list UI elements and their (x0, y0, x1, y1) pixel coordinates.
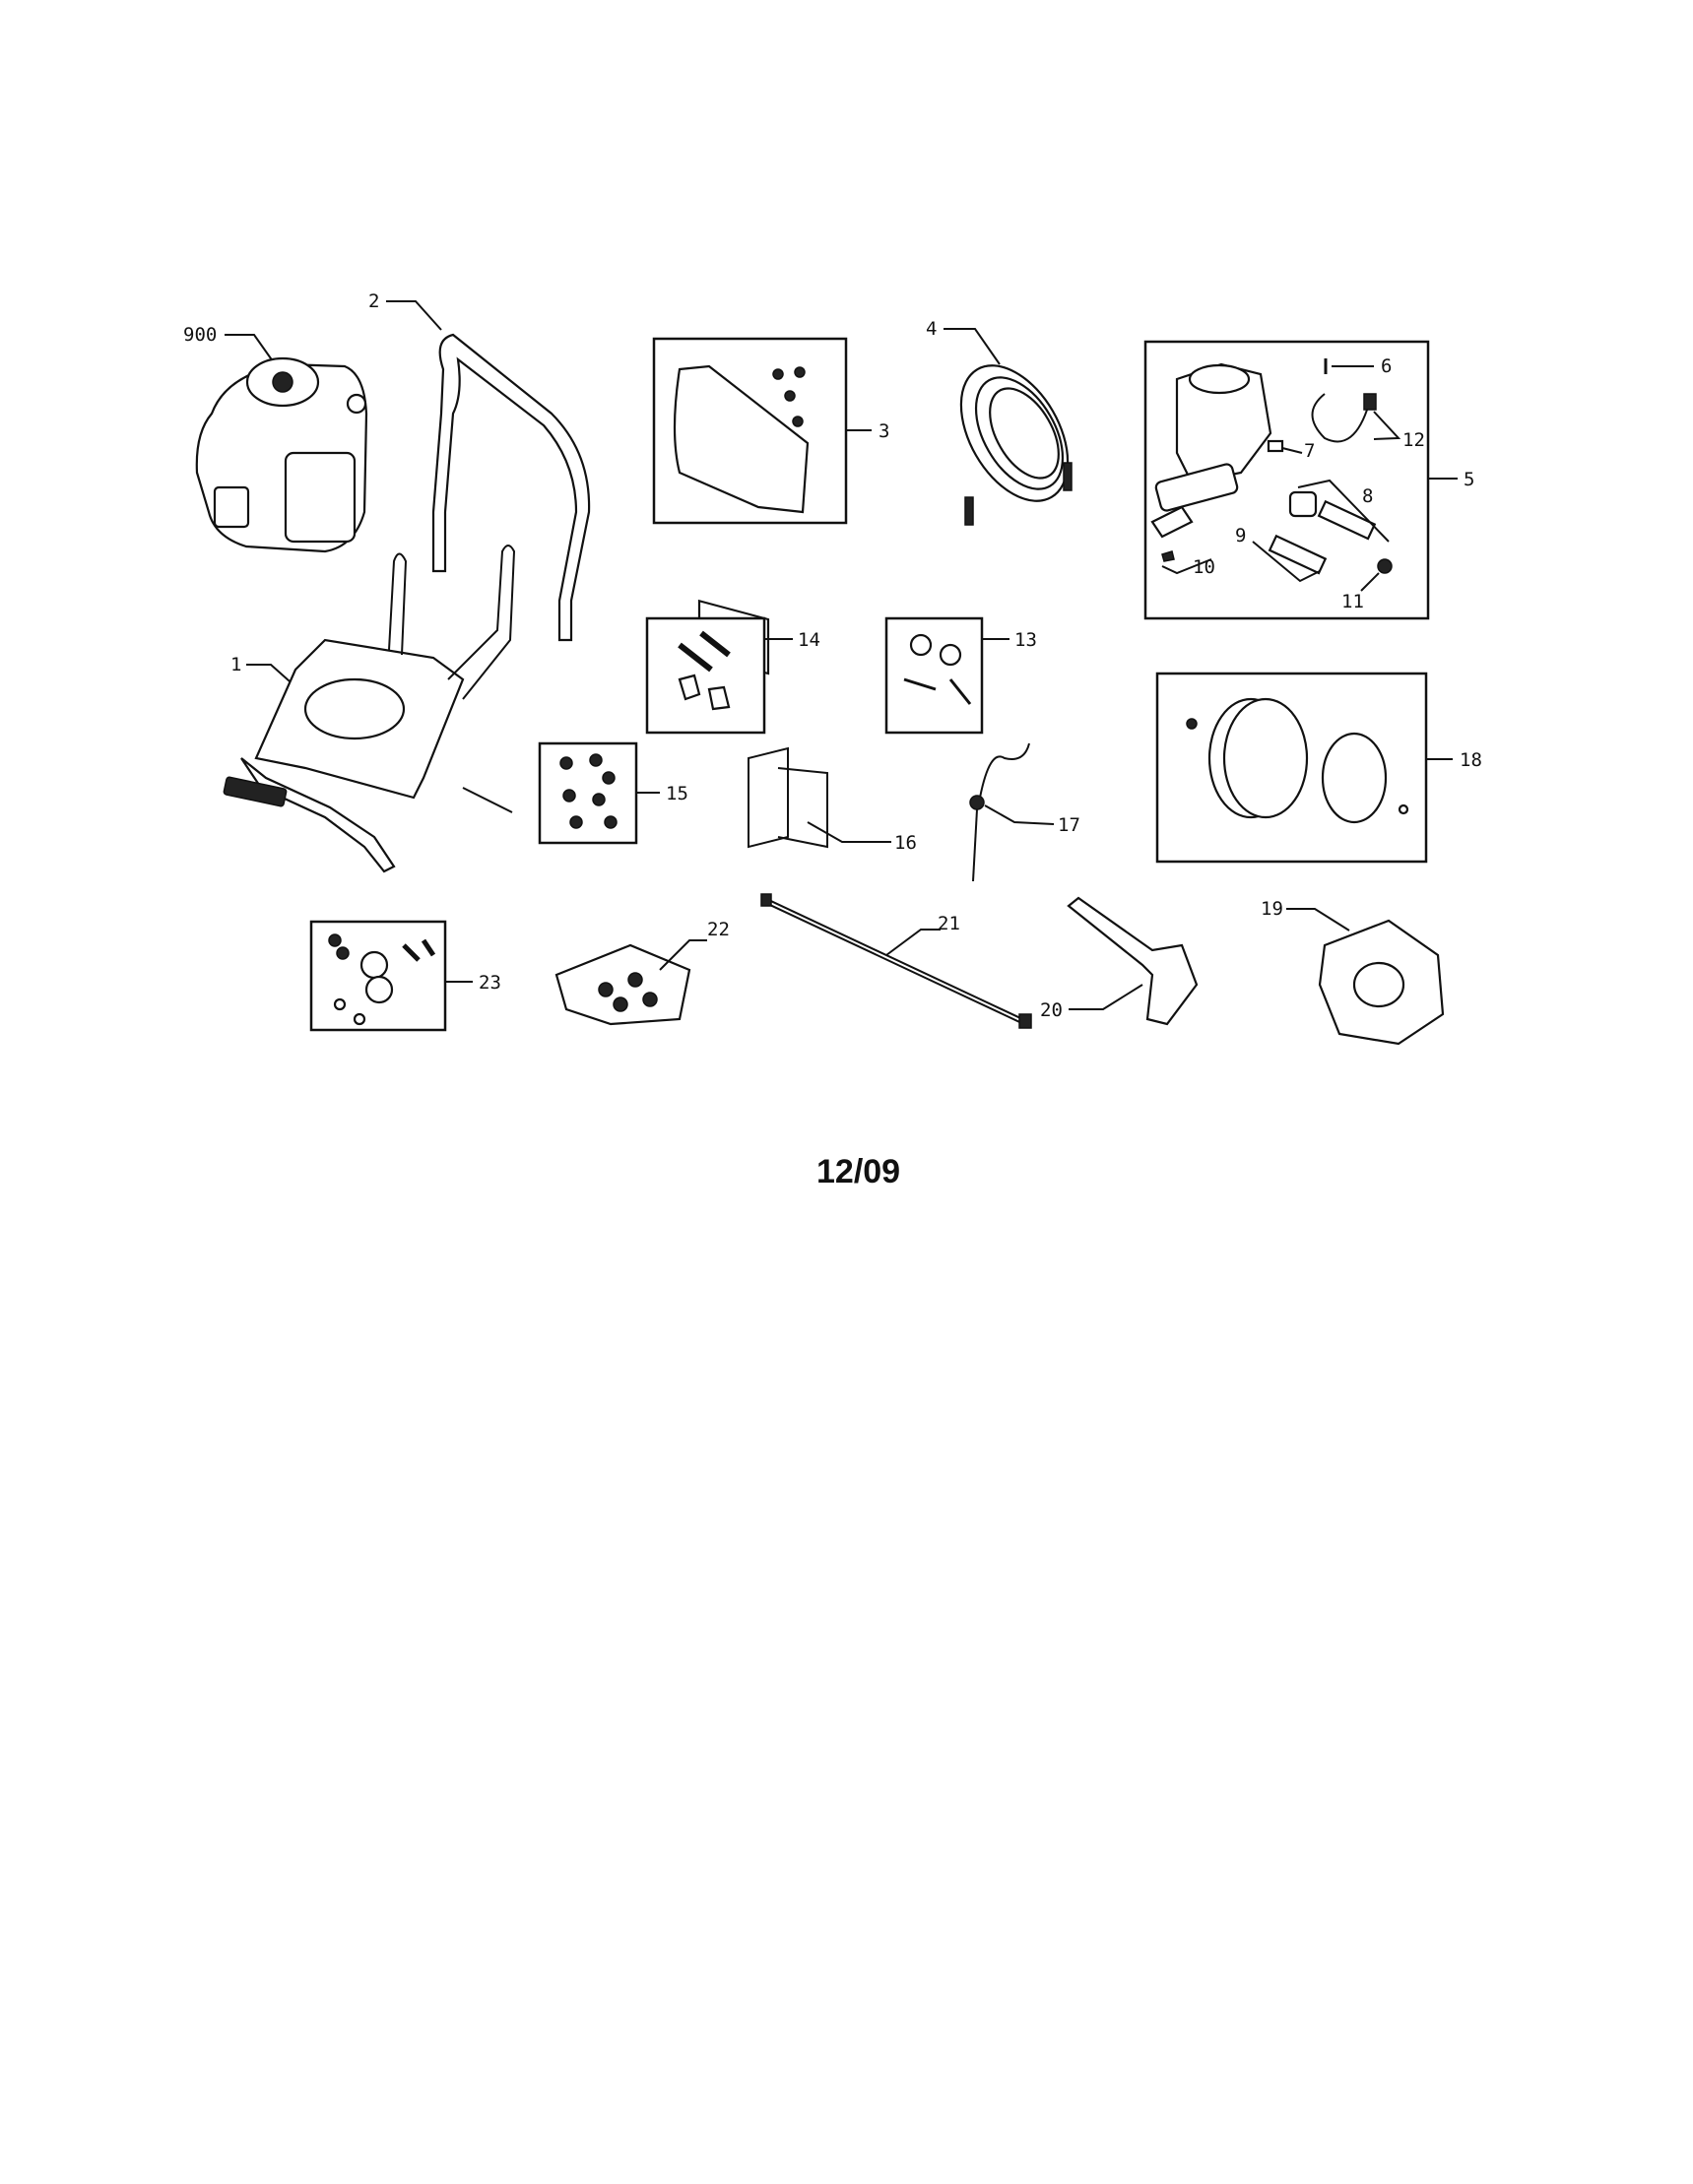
label-12: 12 (1402, 429, 1425, 451)
label-4: 4 (926, 318, 937, 340)
bolt-kit-box-14: 14 (645, 616, 820, 735)
spray-gun-20: 20 (1040, 896, 1199, 1026)
label-900: 900 (183, 324, 217, 346)
label-17: 17 (1058, 814, 1080, 836)
label-13: 13 (1014, 629, 1037, 651)
engine-900: 900 (183, 324, 368, 553)
pump-box-5: 6 12 7 8 9 10 11 5 (1143, 340, 1474, 620)
label-15: 15 (666, 783, 688, 804)
hose-holder-16: 16 (748, 746, 917, 854)
label-5: 5 (1464, 469, 1474, 490)
label-10: 10 (1193, 556, 1215, 578)
lance-21: 21 (760, 893, 1032, 1029)
hardware-box-15: 15 (538, 741, 688, 845)
hose-4: 4 (926, 318, 1073, 526)
label-16: 16 (894, 832, 917, 854)
label-1: 1 (230, 654, 241, 675)
label-14: 14 (798, 629, 820, 651)
knob-kit-box-13: 13 (884, 616, 1037, 735)
label-8: 8 (1362, 485, 1373, 507)
label-23: 23 (479, 972, 501, 994)
label-22: 22 (707, 919, 730, 940)
label-6: 6 (1381, 355, 1392, 377)
label-19: 19 (1261, 898, 1283, 920)
label-9: 9 (1235, 525, 1246, 546)
hardware-box-23: 23 (309, 920, 501, 1032)
date-code: 12/09 (816, 1153, 900, 1190)
frame-1: 1 (223, 545, 516, 873)
label-7: 7 (1304, 440, 1315, 462)
label-18: 18 (1460, 749, 1482, 771)
nozzle-bag-22: 22 (554, 919, 730, 1026)
wheel-box-18: 18 (1155, 672, 1482, 864)
label-11: 11 (1341, 591, 1364, 612)
label-20: 20 (1040, 999, 1063, 1021)
chemical-tube-17: 17 (969, 742, 1080, 882)
label-2: 2 (368, 290, 379, 312)
handle-2: 2 (368, 290, 591, 642)
label-3: 3 (879, 420, 889, 442)
label-21: 21 (938, 913, 960, 934)
hose-reel-19: 19 (1261, 898, 1445, 1046)
